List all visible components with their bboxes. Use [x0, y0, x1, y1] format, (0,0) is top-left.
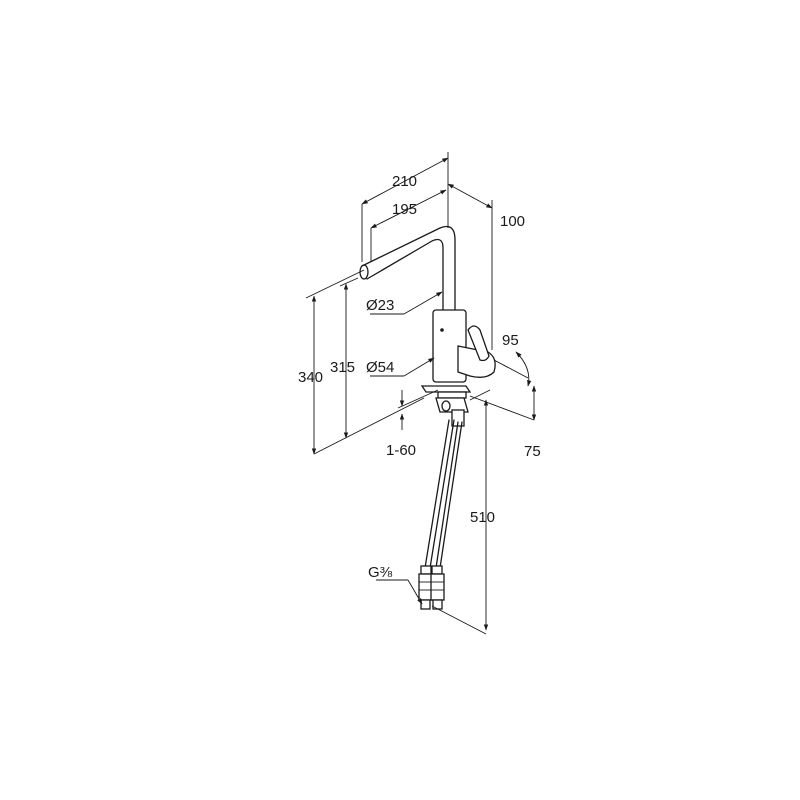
dim-54-label: Ø54 [366, 359, 394, 376]
dim-1-60-label: 1-60 [386, 442, 416, 459]
dim-195-line [370, 189, 447, 262]
dim-95-label: 95 [502, 332, 519, 349]
dim-95-line [493, 351, 532, 387]
dim-g38-label: G⅜ [368, 564, 393, 581]
dim-510-line [431, 389, 491, 635]
dim-1-60-line [397, 389, 439, 430]
dim-75-line [469, 385, 537, 421]
dim-54-leader [370, 357, 435, 377]
dim-510-label: 510 [470, 509, 495, 526]
dim-210-label: 210 [392, 173, 417, 190]
dim-g38-leader [376, 579, 423, 605]
dim-23-label: Ø23 [366, 297, 394, 314]
dim-75-label: 75 [524, 443, 541, 460]
dim-315-line [339, 277, 359, 439]
dim-100-line [447, 183, 493, 350]
dim-315-label: 315 [330, 359, 355, 376]
faucet-body [420, 309, 496, 427]
dim-100-label: 100 [500, 213, 525, 230]
dim-340-line [305, 269, 425, 455]
dim-340-label: 340 [298, 369, 323, 386]
supply-hoses [418, 419, 463, 610]
dim-195-label: 195 [392, 201, 417, 218]
dim-23-leader [370, 291, 443, 315]
